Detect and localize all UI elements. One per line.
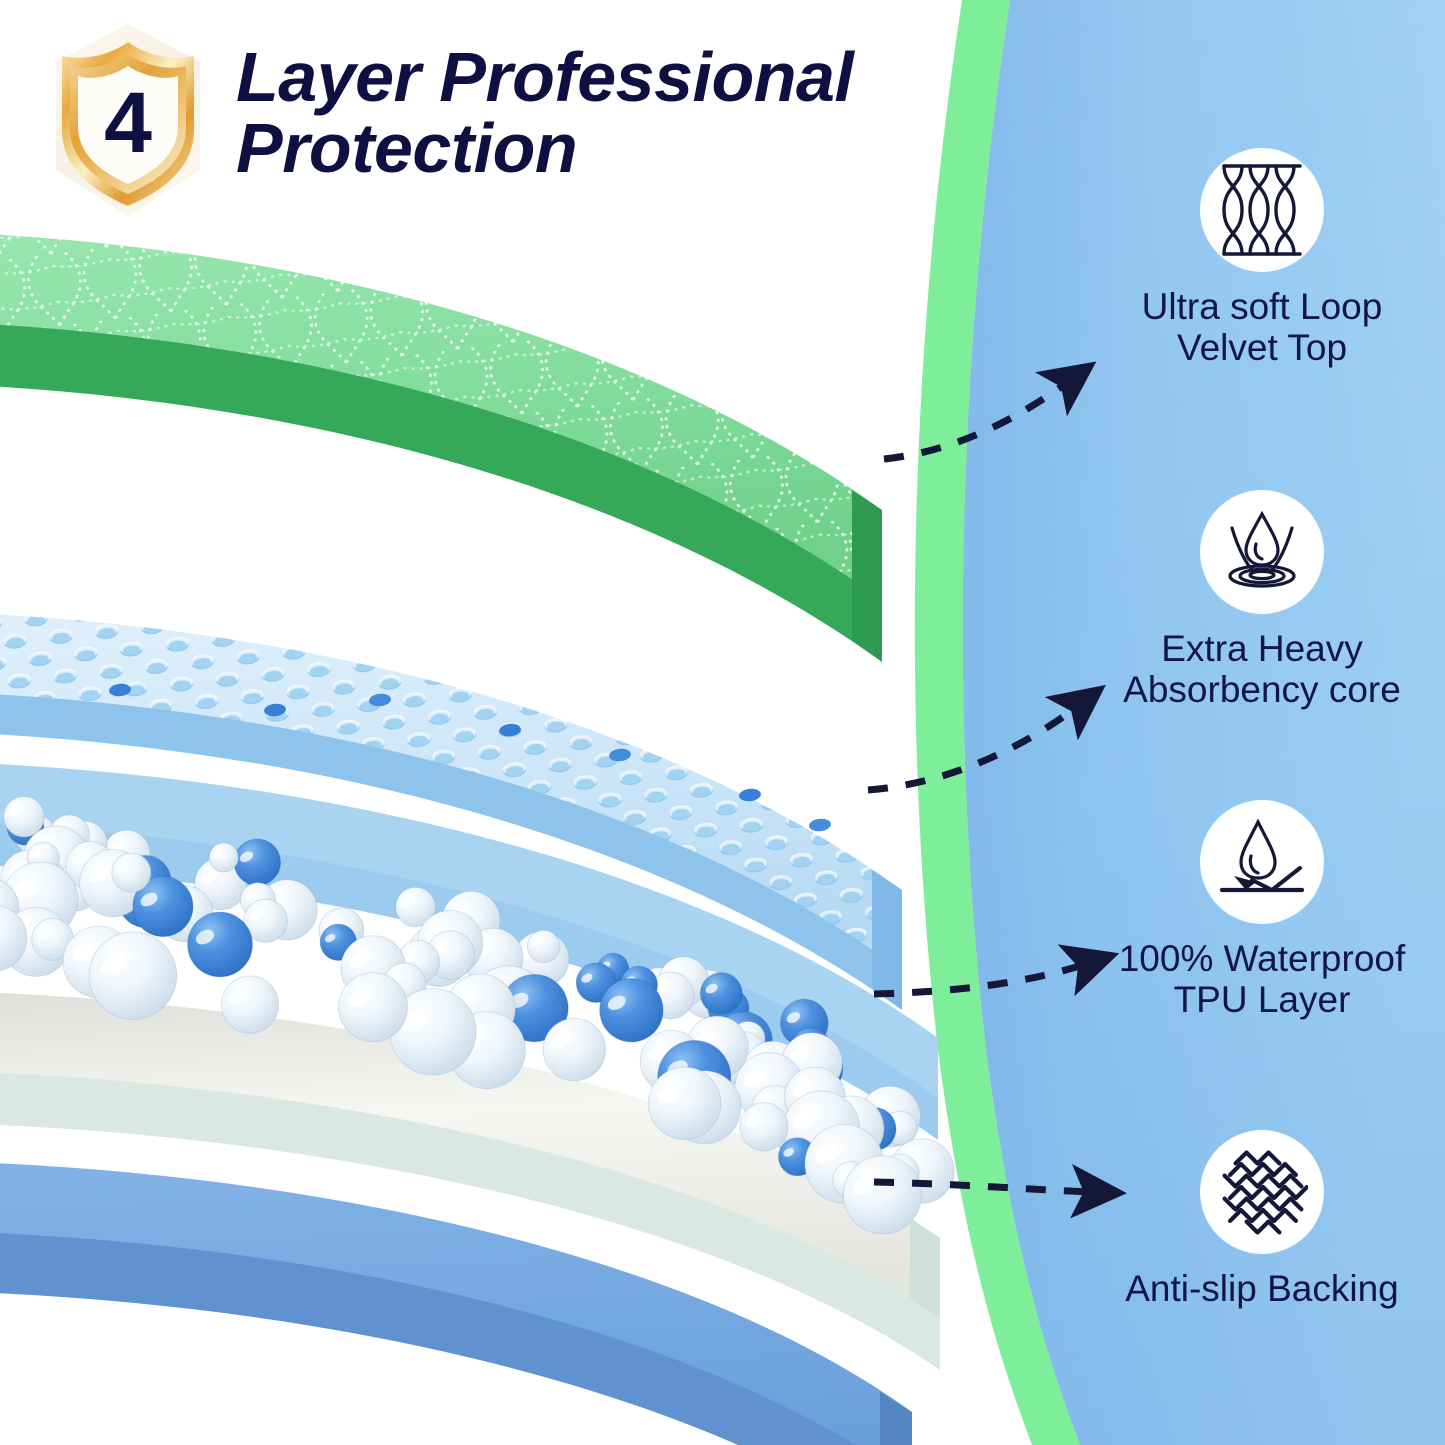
feature-label: Extra Heavy Absorbency core: [1123, 628, 1401, 711]
bead-field: [0, 796, 955, 1235]
feature-label: Anti-slip Backing: [1125, 1268, 1399, 1309]
water-drop-repel-surface-icon: [1219, 818, 1305, 893]
crosshatch-weave-grip-icon: [1222, 1150, 1308, 1235]
feature-icon-badge: [1200, 148, 1324, 272]
feature-label: Ultra soft Loop Velvet Top: [1141, 286, 1383, 369]
shield-badge: 4: [28, 18, 228, 223]
connector-to-anti-slip-backing: [873, 1163, 1127, 1219]
connector-to-absorbency-core: [867, 684, 1106, 794]
loop-velvet-weave-icon: [1222, 164, 1302, 256]
feature-item-anti-slip-backing: Anti-slip Backing: [1092, 1130, 1432, 1309]
feature-item-tpu-layer: 100% Waterproof TPU Layer: [1092, 800, 1432, 1021]
absorbent-bead-core: [0, 764, 955, 1235]
tpu-waterproof-layer: [0, 993, 940, 1370]
page-title: Layer Professional Protection: [236, 38, 936, 188]
anti-slip-backing-layer: [0, 1163, 912, 1445]
page-title-text: Layer Professional Protection: [236, 38, 854, 188]
layer-stack-illustration: [0, 229, 955, 1445]
feature-item-velvet-top: Ultra soft Loop Velvet Top: [1092, 148, 1432, 369]
feature-icon-badge: [1200, 490, 1324, 614]
water-drop-absorb-ripple-icon: [1228, 510, 1296, 588]
feature-icon-badge: [1200, 1130, 1324, 1254]
connector-to-tpu-layer: [873, 944, 1120, 998]
feature-item-absorbency-core: Extra Heavy Absorbency core: [1092, 490, 1432, 711]
feature-icon-badge: [1200, 800, 1324, 924]
badge-number: 4: [104, 75, 152, 171]
shield-icon: [56, 24, 200, 216]
connector-to-velvet-top: [883, 361, 1097, 463]
feature-label: 100% Waterproof TPU Layer: [1118, 938, 1406, 1021]
